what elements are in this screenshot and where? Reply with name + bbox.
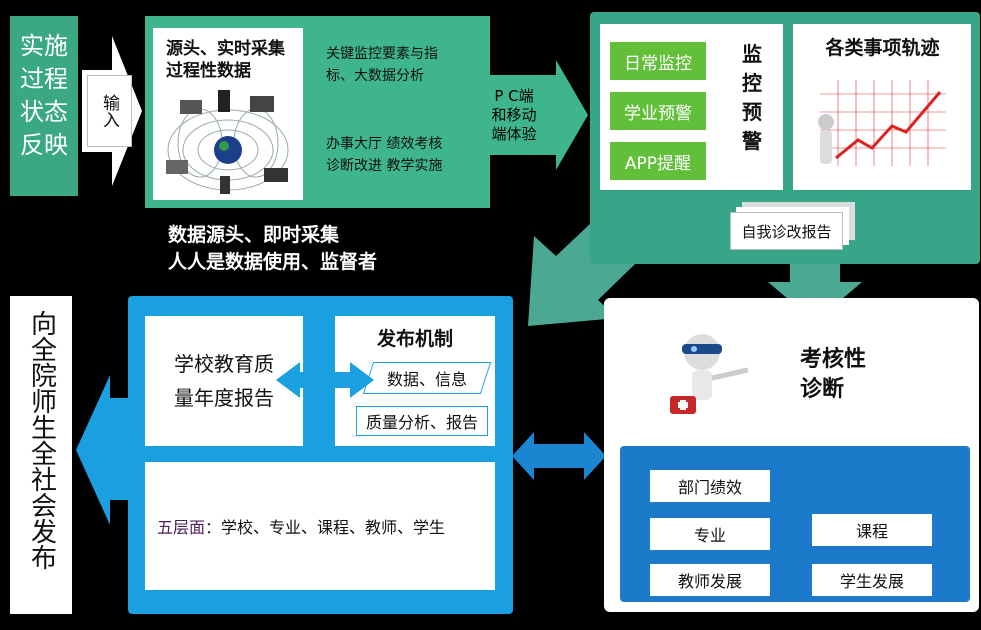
network-illustration-icon bbox=[166, 90, 289, 194]
diagnosis-title: 考核性诊断 bbox=[800, 347, 867, 402]
double-arrow-overlay bbox=[276, 362, 374, 398]
layer-label: 五层面： bbox=[157, 518, 222, 537]
down-arrow bbox=[768, 252, 862, 322]
kpi-line2: 标、大数据分析 bbox=[326, 68, 424, 84]
pc-line1: P C端 bbox=[494, 86, 534, 105]
caption-line2: 人人是数据使用、监督者 bbox=[168, 251, 378, 273]
monitor-title: 监控预警 bbox=[742, 42, 762, 153]
pc-line3: 端体验 bbox=[491, 124, 537, 143]
kpi-line1: 关键监控要素与指 bbox=[326, 46, 438, 62]
input-label: 输入 bbox=[87, 75, 132, 147]
pc-mobile-box: P C端 和移动 端体验 bbox=[472, 75, 556, 155]
self-report-box: 自我诊改报告 bbox=[730, 212, 843, 250]
metric-dept: 部门绩效 bbox=[650, 470, 770, 502]
pc-arrow bbox=[472, 60, 588, 170]
metric-course: 课程 bbox=[812, 514, 932, 546]
annual-report-box: 学校教育质 量年度报告 bbox=[145, 316, 303, 446]
publish-arrow bbox=[76, 375, 128, 525]
monitor-item-academic: 学业预警 bbox=[610, 92, 706, 130]
release-data-text: 数据、信息 bbox=[386, 370, 467, 389]
release-quality-box: 质量分析、报告 bbox=[356, 406, 488, 436]
monitor-item-daily: 日常监控 bbox=[610, 42, 706, 80]
publish-box: 向全院师生全社会发布 bbox=[10, 296, 72, 614]
layer-box: 五层面： 学校、专业、课程、教师、学生 bbox=[145, 462, 495, 590]
release-title: 发布机制 bbox=[376, 328, 453, 350]
doctor-robot-icon bbox=[670, 334, 749, 414]
double-arrow-mid bbox=[512, 432, 606, 480]
office-box: 办事大厅 绩效考核 诊断改进 教学实施 bbox=[316, 125, 468, 197]
metric-major: 专业 bbox=[650, 518, 770, 550]
office-line1: 办事大厅 绩效考核 bbox=[326, 136, 443, 152]
state-reflection-box: 实施过程状态反映 bbox=[10, 16, 78, 196]
state-reflection-text: 实施过程状态反映 bbox=[20, 32, 68, 159]
annual-line1: 学校教育质 bbox=[174, 352, 274, 376]
metric-student: 学生发展 bbox=[812, 564, 932, 596]
layer-text: 学校、专业、课程、教师、学生 bbox=[221, 518, 446, 537]
annual-line2: 量年度报告 bbox=[174, 386, 274, 410]
source-title-line1: 源头、实时采集 bbox=[166, 39, 285, 59]
monitor-item-app: APP提醒 bbox=[610, 142, 706, 180]
release-data-box: 数据、信息 bbox=[362, 362, 492, 394]
trend-chart-icon bbox=[818, 80, 946, 166]
caption: 数据源头、即时采集 人人是数据使用、监督者 bbox=[168, 222, 377, 276]
source-title: 源头、实时采集 过程性数据 bbox=[166, 38, 301, 82]
pc-line2: 和移动 bbox=[491, 105, 537, 124]
source-title-line2: 过程性数据 bbox=[166, 61, 251, 81]
office-line2: 诊断改进 教学实施 bbox=[326, 158, 443, 174]
caption-line1: 数据源头、即时采集 bbox=[168, 224, 340, 246]
kpi-box: 关键监控要素与指 标、大数据分析 bbox=[316, 35, 468, 108]
metric-teacher: 教师发展 bbox=[650, 564, 770, 596]
trace-title: 各类事项轨迹 bbox=[825, 37, 940, 59]
